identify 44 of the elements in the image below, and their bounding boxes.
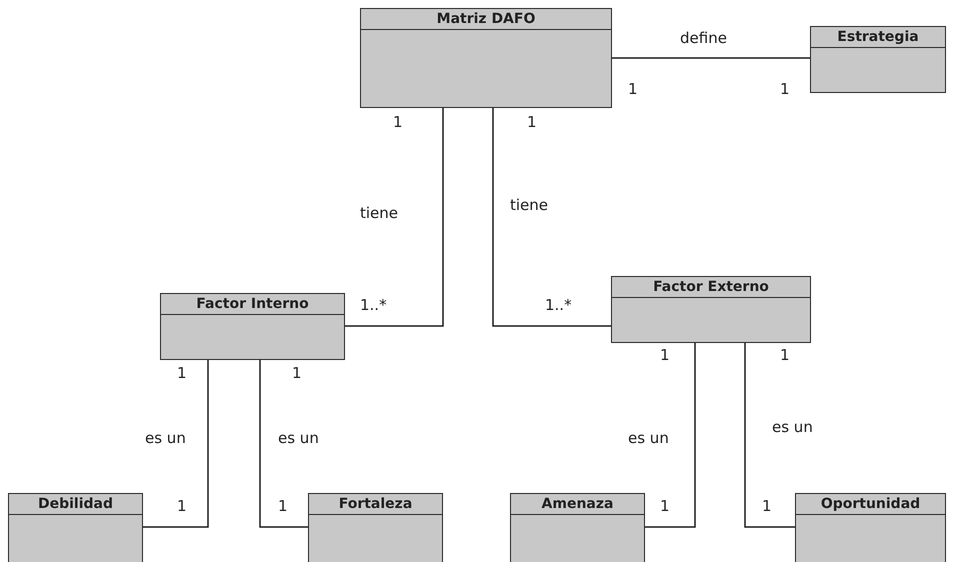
edge-label: es un — [628, 431, 669, 446]
multiplicity-label: 1 — [393, 115, 403, 130]
multiplicity-label: 1 — [780, 82, 790, 97]
association-line — [645, 343, 696, 528]
class-box — [8, 493, 143, 562]
class-box — [611, 276, 811, 343]
multiplicity-label: 1 — [292, 366, 302, 381]
edge-label: tiene — [360, 206, 398, 221]
edge-label: es un — [145, 431, 186, 446]
multiplicity-label: 1..* — [545, 298, 572, 313]
multiplicity-label: 1 — [780, 348, 790, 363]
class-name: Amenaza — [542, 496, 614, 512]
class-box — [308, 493, 443, 562]
multiplicity-label: 1 — [527, 115, 537, 130]
multiplicity-label: 1 — [278, 499, 288, 514]
multiplicity-label: 1 — [177, 366, 187, 381]
association-line — [492, 108, 611, 327]
association-line — [345, 108, 444, 327]
edge-label: tiene — [510, 198, 548, 213]
multiplicity-label: 1 — [628, 82, 638, 97]
multiplicity-label: 1 — [660, 499, 670, 514]
multiplicity-label: 1 — [660, 348, 670, 363]
edge-label: es un — [772, 420, 813, 435]
association-line — [143, 360, 209, 528]
class-name: Factor Interno — [196, 296, 309, 312]
class-box — [360, 8, 612, 108]
class-name: Debilidad — [38, 496, 114, 512]
multiplicity-label: 1..* — [360, 298, 387, 313]
association-line — [744, 343, 795, 528]
class-name: Oportunidad — [820, 496, 920, 512]
association-line — [612, 57, 810, 59]
class-name: Factor Externo — [653, 279, 769, 295]
class-box — [810, 26, 946, 93]
class-name: Fortaleza — [338, 496, 412, 512]
class-box — [795, 493, 946, 562]
multiplicity-label: 1 — [762, 499, 772, 514]
edge-label: define — [680, 31, 727, 46]
association-line — [259, 360, 308, 528]
class-name: Matriz DAFO — [436, 11, 536, 27]
class-box — [160, 293, 345, 360]
edge-label: es un — [278, 431, 319, 446]
class-box — [510, 493, 645, 562]
class-name: Estrategia — [837, 29, 919, 45]
multiplicity-label: 1 — [177, 499, 187, 514]
